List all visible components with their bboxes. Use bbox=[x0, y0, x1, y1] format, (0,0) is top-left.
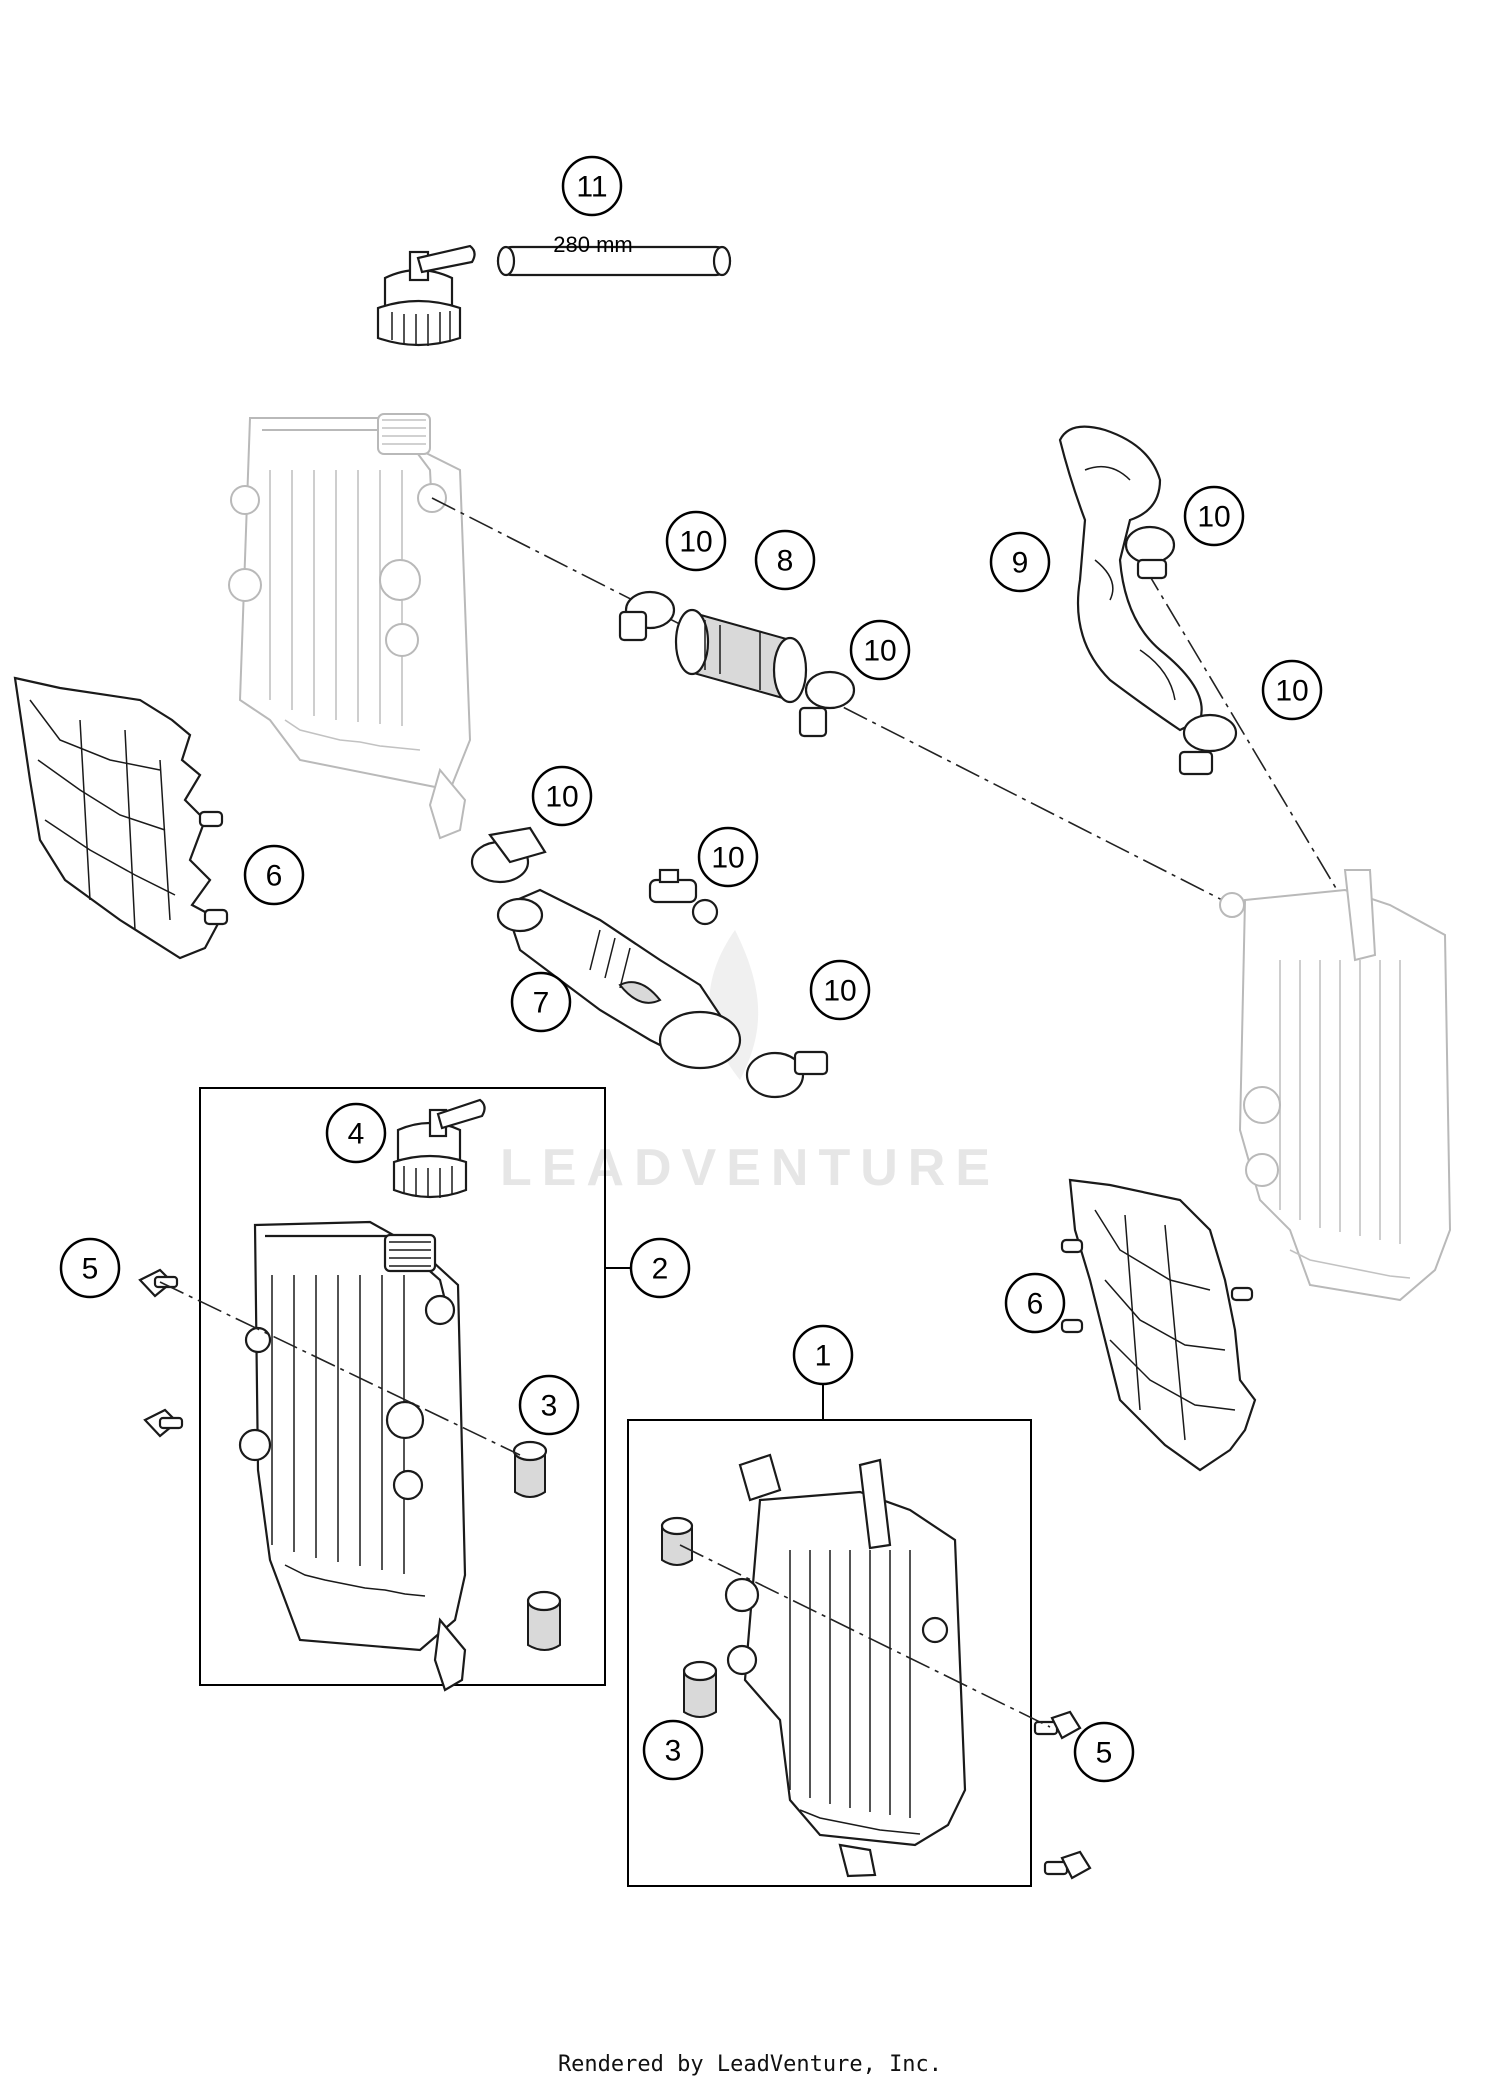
callout-1: 1 bbox=[792, 1324, 854, 1386]
svg-text:6: 6 bbox=[266, 860, 283, 893]
part-6-radiator-guard-left bbox=[13, 676, 229, 960]
assembly-line-3 bbox=[159, 1281, 521, 1456]
callout-10-d: 10 bbox=[1261, 659, 1323, 721]
part-5-bolt-upper-left bbox=[138, 1268, 179, 1298]
svg-text:11: 11 bbox=[576, 171, 607, 204]
part-5-bolt-lower-left bbox=[143, 1408, 184, 1438]
watermark-text: LEADVENTURE bbox=[500, 1139, 1000, 1197]
part-3-grommet-upper-left bbox=[512, 1440, 548, 1498]
svg-text:10: 10 bbox=[711, 842, 744, 875]
svg-text:6: 6 bbox=[1027, 1288, 1044, 1321]
callout-10-c: 10 bbox=[1183, 485, 1245, 547]
svg-text:3: 3 bbox=[541, 1390, 558, 1423]
svg-text:10: 10 bbox=[1275, 675, 1308, 708]
svg-text:3: 3 bbox=[665, 1735, 682, 1768]
svg-text:7: 7 bbox=[533, 987, 550, 1020]
hose-length-label: 280 mm bbox=[553, 232, 632, 257]
callout-6-right: 6 bbox=[1004, 1272, 1066, 1334]
part-10-hose-clamp-b bbox=[798, 670, 856, 738]
part-10-hose-clamp-g bbox=[745, 1050, 829, 1099]
callout-10-g: 10 bbox=[809, 959, 871, 1021]
svg-text:10: 10 bbox=[823, 975, 856, 1008]
svg-text:10: 10 bbox=[1197, 501, 1230, 534]
part-10-hose-clamp-f bbox=[648, 868, 719, 926]
part-4-radiator-cap bbox=[392, 1098, 486, 1199]
callout-10-f: 10 bbox=[697, 826, 759, 888]
ghost-radiator-right bbox=[1219, 869, 1452, 1302]
callout-8: 8 bbox=[754, 529, 816, 591]
svg-text:10: 10 bbox=[545, 781, 578, 814]
part-10-hose-clamp-e bbox=[470, 826, 547, 884]
callout-3-left: 3 bbox=[518, 1374, 580, 1436]
callout-10-b: 10 bbox=[849, 619, 911, 681]
part-10-hose-clamp-c bbox=[1124, 525, 1176, 580]
part-1-assembly-box bbox=[627, 1419, 1032, 1887]
part-5-bolt-lower-right bbox=[1043, 1850, 1092, 1880]
callout-10-e: 10 bbox=[531, 765, 593, 827]
part-2-assembly-box bbox=[199, 1087, 606, 1686]
svg-text:9: 9 bbox=[1012, 547, 1029, 580]
footer-credit: Rendered by LeadVenture, Inc. bbox=[558, 2052, 942, 2077]
part-7-bent-coolant-hose bbox=[496, 888, 742, 1070]
callout-6-left: 6 bbox=[243, 844, 305, 906]
callout-2: 2 bbox=[629, 1237, 691, 1299]
callout-7: 7 bbox=[510, 971, 572, 1033]
part-9-coolant-hose bbox=[1058, 425, 1203, 732]
part-3-grommet-lower-left bbox=[526, 1590, 562, 1651]
assembly-line-2 bbox=[1144, 567, 1341, 896]
part-10-hose-clamp-d bbox=[1178, 713, 1238, 776]
assembly-line-4 bbox=[679, 1544, 1051, 1728]
svg-text:5: 5 bbox=[82, 1253, 99, 1286]
svg-text:8: 8 bbox=[777, 545, 794, 578]
part-5-bolt-upper-right bbox=[1033, 1710, 1082, 1740]
part-10-hose-clamp-a bbox=[618, 590, 676, 642]
callout-9: 9 bbox=[989, 531, 1051, 593]
callout-3-right: 3 bbox=[642, 1719, 704, 1781]
callout-5-left: 5 bbox=[59, 1237, 121, 1299]
callout-5-right: 5 bbox=[1073, 1721, 1135, 1783]
part-2-radiator-left bbox=[238, 1220, 467, 1692]
svg-text:10: 10 bbox=[679, 526, 712, 559]
svg-text:4: 4 bbox=[348, 1118, 365, 1151]
part-3-grommet-lower-right bbox=[682, 1660, 718, 1718]
callout-11: 11 bbox=[561, 155, 623, 217]
radiator-cap-top bbox=[376, 244, 476, 347]
part-8-hose-connector bbox=[674, 608, 808, 704]
svg-text:1: 1 bbox=[815, 1340, 832, 1373]
part-11-overflow-hose bbox=[496, 245, 732, 277]
svg-text:10: 10 bbox=[863, 635, 896, 668]
part-6-radiator-guard-right bbox=[1060, 1178, 1257, 1472]
part-3-grommet-upper-right bbox=[660, 1516, 694, 1566]
svg-text:5: 5 bbox=[1096, 1737, 1113, 1770]
part-1-radiator-right bbox=[724, 1453, 967, 1878]
ghost-radiator-left bbox=[228, 413, 472, 840]
callout-4: 4 bbox=[325, 1102, 387, 1164]
callout-10-a: 10 bbox=[665, 510, 727, 572]
svg-text:2: 2 bbox=[652, 1253, 669, 1286]
assembly-line-1 bbox=[431, 497, 1233, 906]
